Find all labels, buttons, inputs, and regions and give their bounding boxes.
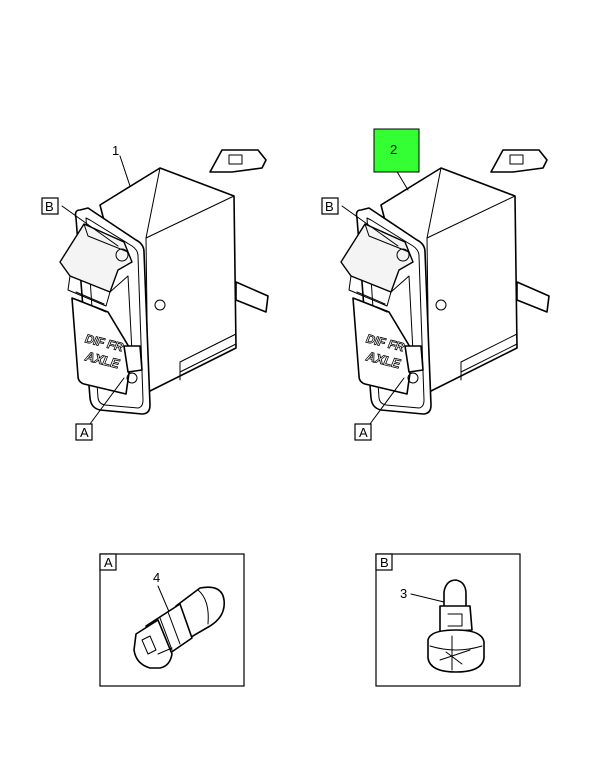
callout-item-2[interactable]: 2 [390,142,397,157]
callout-highlight-box[interactable] [373,128,420,173]
leader-line-a-left [89,377,125,425]
detail-view-a: A 4 [99,553,245,687]
detail-view-a-label: A [104,555,113,570]
detail-ref-a-left-label: A [80,425,89,440]
switch-assembly-item-2: DIF FR AXLE [340,149,550,415]
callout-item-3: 3 [400,586,407,601]
detail-ref-a-left [75,423,93,441]
leader-line-b-right [341,205,399,247]
detail-ref-a-right [354,423,372,441]
leader-line-2 [395,169,409,191]
detail-view-b: B 3 [375,553,521,687]
detail-ref-b-left [41,197,59,215]
detail-view-b-label: B [380,555,389,570]
leader-line-a-right [369,377,405,425]
lamp-bulb-item-3 [427,579,485,673]
detail-ref-b-right-label: B [325,199,334,214]
leader-line-b-left [61,205,119,247]
leader-line-1 [119,155,131,187]
detail-ref-b-left-label: B [45,199,54,214]
callout-item-4: 4 [153,570,160,585]
detail-ref-a-right-label: A [359,425,368,440]
callout-item-1: 1 [112,143,119,158]
lamp-bulb-item-4 [133,586,226,669]
detail-ref-b-right [321,197,339,215]
switch-assembly-item-1: DIF FR AXLE [59,149,269,415]
